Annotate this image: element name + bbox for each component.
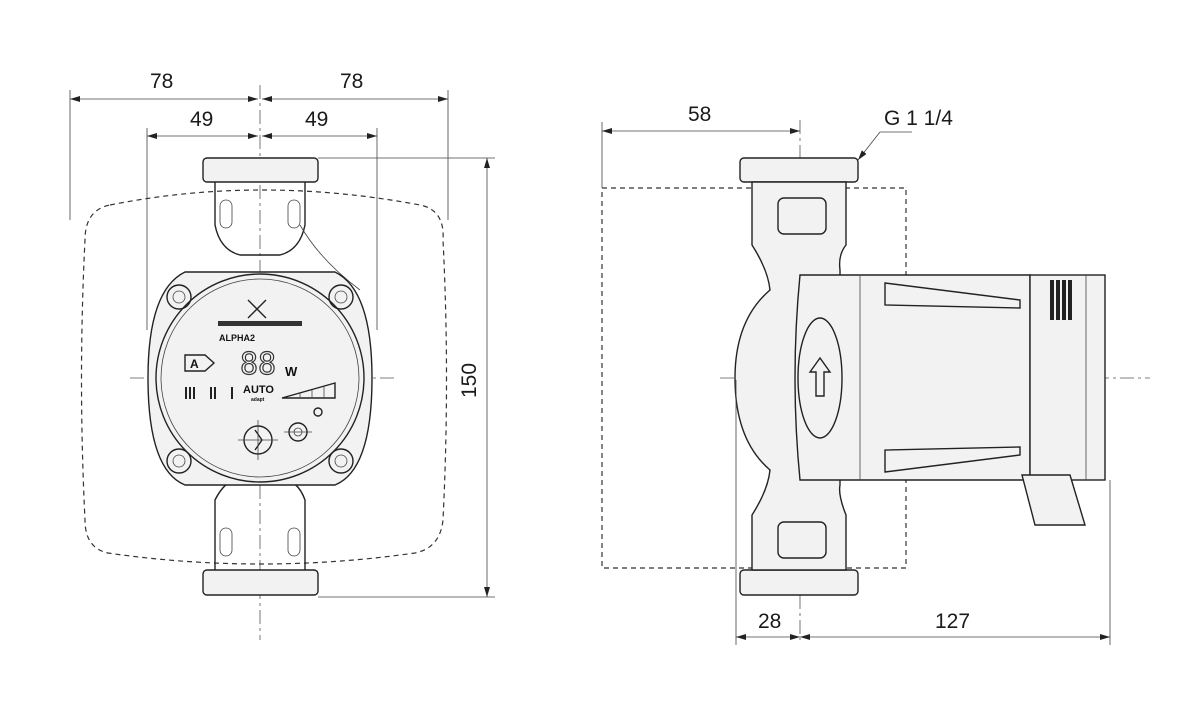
svg-text:78: 78 — [150, 70, 173, 93]
svg-text:G 1 1/4: G 1 1/4 — [884, 107, 953, 130]
svg-text:150: 150 — [458, 363, 481, 398]
pressure-levels-icon — [281, 382, 336, 399]
nameplate-icon — [1050, 280, 1072, 320]
dimension-150: 150 — [318, 157, 495, 598]
screw-icons — [166, 284, 354, 474]
control-box — [147, 271, 373, 486]
brand-logo — [218, 299, 302, 326]
speed-bars-icon — [185, 387, 233, 399]
power-display: 88 — [240, 347, 276, 382]
svg-text:58: 58 — [688, 103, 711, 126]
svg-text:A: A — [190, 357, 199, 371]
motor-housing — [794, 274, 1106, 526]
svg-text:78: 78 — [340, 70, 363, 93]
envelope-outline — [80, 189, 448, 565]
night-mode-icon — [313, 407, 323, 417]
dimension-49-left: 49 — [146, 108, 258, 330]
display-face — [155, 273, 365, 483]
energy-class-badge: A — [184, 354, 216, 372]
flow-direction-arrow-icon — [808, 356, 832, 397]
front-view: ALPHA2 A 88 W AUTO adapt — [69, 70, 495, 640]
dimension-49-right: 49 — [262, 108, 378, 330]
night-setback-button[interactable] — [284, 422, 312, 442]
top-flange — [202, 157, 361, 291]
svg-text:127: 127 — [935, 610, 970, 633]
thread-callout: G 1 1/4 — [857, 107, 953, 161]
svg-text:49: 49 — [190, 108, 213, 131]
svg-text:49: 49 — [305, 108, 328, 131]
adapt-label: adapt — [251, 397, 265, 403]
side-view: 58 G 1 1/4 28 127 — [601, 103, 1150, 645]
svg-text:28: 28 — [758, 610, 781, 633]
connector-box — [1021, 474, 1086, 526]
dimension-78-left: 78 — [69, 70, 258, 220]
dimension-127: 127 — [800, 480, 1111, 645]
auto-mode-label: AUTO — [243, 384, 274, 396]
power-unit: W — [285, 364, 298, 379]
setting-button[interactable] — [238, 420, 278, 460]
dimension-58: 58 — [601, 103, 800, 188]
dimension-28: 28 — [735, 380, 800, 645]
model-label: ALPHA2 — [219, 333, 255, 343]
dimension-78-right: 78 — [262, 70, 449, 220]
